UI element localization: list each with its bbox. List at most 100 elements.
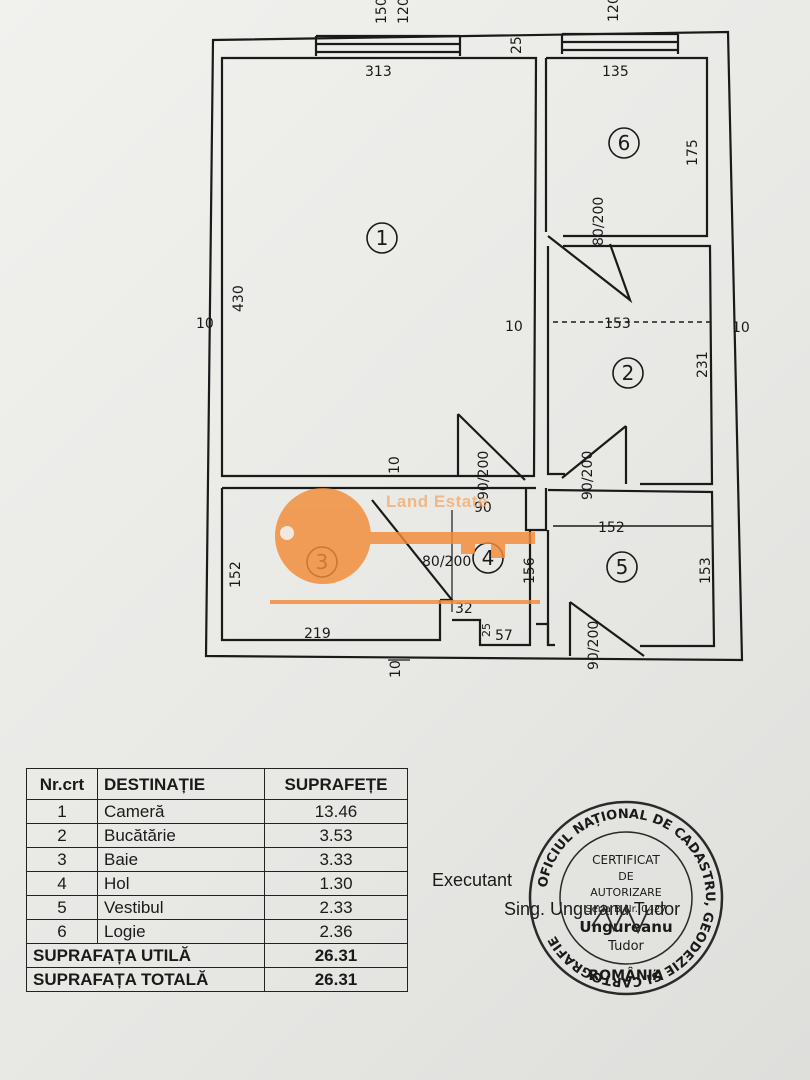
door-kitchen-label: 90/200: [580, 451, 596, 500]
dim-window-left-a: 150: [374, 0, 390, 24]
header-nr: Nr.crt: [26, 768, 98, 800]
cell-nr: 2: [26, 823, 98, 848]
door-entry-label: 90/200: [586, 621, 602, 670]
table-row: 5 Vestibul 2.33: [26, 895, 408, 920]
total-value: 26.31: [264, 967, 408, 992]
room-2-number: 2: [622, 361, 635, 385]
cell-nr: 1: [26, 799, 98, 824]
official-stamp: OFICIUL NAȚIONAL DE CADASTRU, GEODEZIE Ș…: [528, 800, 724, 996]
window-left: [314, 34, 462, 56]
signature-scribble: [591, 903, 649, 935]
room-6-circle: [608, 127, 640, 159]
stamp-line-4: Seria B Nr. 0427: [585, 904, 666, 915]
stamp-name-1: Ungureanu: [579, 918, 672, 936]
stamp-country: ROMÂNIA: [588, 967, 663, 984]
room-5-number: 5: [616, 555, 629, 579]
header-destination: DESTINAȚIE: [97, 768, 265, 800]
table-header-row: Nr.crt DESTINAȚIE SUPRAFEȚE: [26, 768, 408, 800]
stamp-name-2: Tudor: [607, 939, 644, 954]
room-4-outline: [452, 486, 536, 647]
cell-nr: 6: [26, 919, 98, 944]
cell-name: Vestibul: [97, 895, 265, 920]
dim-step-c: 25: [480, 623, 493, 637]
dim-mid-wall: 10: [505, 319, 523, 335]
table-row: 4 Hol 1.30: [26, 871, 408, 896]
cell-name: Bucătărie: [97, 823, 265, 848]
util-label: SUPRAFAȚA UTILĂ: [26, 943, 265, 968]
room-6-outline: [544, 56, 709, 238]
cell-area: 2.33: [264, 895, 408, 920]
dim-room6-width: 135: [602, 64, 629, 80]
door-room-1: [456, 413, 526, 481]
dim-top-wall: 25: [509, 36, 525, 54]
watermark-brand: Land Estate: [386, 492, 488, 511]
room-5-circle: [606, 551, 638, 583]
cell-area: 1.30: [264, 871, 408, 896]
dim-window-left-b: 120: [396, 0, 412, 24]
door-bath-label: 80/200: [422, 554, 471, 570]
cell-area: 13.46: [264, 799, 408, 824]
dim-step-b: 57: [495, 628, 513, 644]
dim-room5-height: 153: [698, 557, 714, 584]
dim-room2-height: 231: [695, 351, 711, 378]
door-logie-label: 80/200: [591, 197, 607, 246]
cell-nr: 4: [26, 871, 98, 896]
wall-jog: [524, 488, 548, 532]
table-row: 1 Cameră 13.46: [26, 799, 408, 824]
stamp-line-3: AUTORIZARE: [590, 886, 662, 899]
dim-hol-width: 90: [474, 500, 492, 516]
cell-name: Cameră: [97, 799, 265, 824]
dim-step-a: 32: [455, 601, 473, 617]
header-area: SUPRAFEȚE: [264, 768, 408, 800]
room-1-outline: [220, 56, 538, 478]
door-kitchen: [561, 425, 628, 484]
dim-room1-height: 430: [231, 285, 247, 312]
cell-name: Logie: [97, 919, 265, 944]
door-logie: [547, 235, 633, 304]
dim-hol-height: 156: [522, 557, 538, 584]
door-bath: [371, 499, 455, 602]
cell-nr: 5: [26, 895, 98, 920]
dim-window-right: 120: [606, 0, 622, 22]
table-row-util: SUPRAFAȚA UTILĂ 26.31: [26, 943, 408, 968]
room-5-outline: [546, 488, 716, 648]
area-table: Nr.crt DESTINAȚIE SUPRAFEȚE 1 Cameră 13.…: [26, 768, 408, 992]
cell-area: 2.36: [264, 919, 408, 944]
room-2-circle: [612, 357, 644, 389]
room-3-number: 3: [316, 550, 329, 574]
room-6-number: 6: [618, 131, 631, 155]
table-row: 3 Baie 3.33: [26, 847, 408, 872]
room-4-number: 4: [482, 546, 495, 570]
util-value: 26.31: [264, 943, 408, 968]
dim-room5-width: 152: [598, 520, 625, 536]
outer-wall: [204, 30, 744, 662]
floor-plan: 1 2 3 4 5 6 150 120 120 25 313 430 135 1…: [196, 0, 750, 678]
dim-divider-wall: 10: [387, 456, 403, 474]
table-row: 6 Logie 2.36: [26, 919, 408, 944]
window-right: [560, 32, 680, 54]
door-room-1-label: 90/200: [476, 451, 492, 500]
dim-left-wall: 10: [196, 316, 214, 332]
cell-nr: 3: [26, 847, 98, 872]
room-1-number: 1: [376, 226, 389, 250]
table-row-total: SUPRAFAȚA TOTALĂ 26.31: [26, 967, 408, 992]
dim-room1-width: 313: [365, 64, 392, 80]
cell-area: 3.33: [264, 847, 408, 872]
stamp-line-2: DE: [618, 870, 633, 883]
dim-room6-height: 175: [685, 139, 701, 166]
stamp-line-1: CERTIFICAT: [592, 853, 660, 867]
dim-room3-height: 152: [228, 561, 244, 588]
dim-right-wall: 10: [732, 320, 750, 336]
executant-label: Executant: [432, 870, 513, 890]
cell-area: 3.53: [264, 823, 408, 848]
dim-room2-width: 153: [604, 316, 631, 332]
dim-bottom-wall: 10: [388, 660, 404, 678]
cell-name: Baie: [97, 847, 265, 872]
cell-name: Hol: [97, 871, 265, 896]
wall-jog-bottom: [536, 622, 550, 646]
room-2-outline: [546, 244, 714, 486]
room-1-circle: [366, 222, 398, 254]
total-label: SUPRAFAȚA TOTALĂ: [26, 967, 265, 992]
table-row: 2 Bucătărie 3.53: [26, 823, 408, 848]
signature-line: Sing. Unguranu Tudor: [504, 899, 681, 919]
